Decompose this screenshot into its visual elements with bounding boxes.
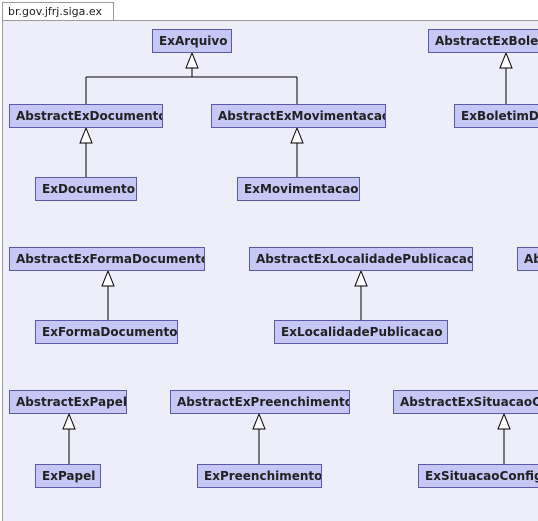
class-exlocalidadepublicacao[interactable]: ExLocalidadePublicacao — [274, 320, 448, 344]
class-abstractexsituacao[interactable]: AbstractExSituacaoCo — [393, 390, 538, 414]
class-expreenchimento[interactable]: ExPreenchimento — [197, 464, 322, 488]
class-exmovimentacao[interactable]: ExMovimentacao — [237, 177, 360, 201]
arrowhead-abstractexlocalidadepublicacao — [354, 269, 368, 287]
arrowhead-abstractexboletim — [499, 51, 513, 69]
class-exboletim[interactable]: ExBoletimDo — [454, 104, 538, 128]
class-abstractexmovimentacao[interactable]: AbstractExMovimentacao — [211, 104, 386, 128]
package-tab[interactable]: br.gov.jfrj.siga.ex — [2, 2, 114, 20]
class-abstract-partial[interactable]: Ab — [517, 247, 538, 271]
arrowhead-abstractexdocumento — [79, 126, 93, 144]
class-abstractexpreenchimento[interactable]: AbstractExPreenchimento — [170, 390, 350, 414]
class-abstractexboletim[interactable]: AbstractExBoleti — [428, 29, 538, 53]
class-exdocumento[interactable]: ExDocumento — [35, 177, 137, 201]
class-exarquivo[interactable]: ExArquivo — [152, 29, 232, 53]
arrowhead-abstractexsituacao — [497, 412, 511, 430]
class-exsituacaoconfig[interactable]: ExSituacaoConfig — [418, 464, 538, 488]
inheritance-edges — [62, 51, 513, 465]
class-abstractexpapel[interactable]: AbstractExPapel — [9, 390, 127, 414]
class-expapel[interactable]: ExPapel — [35, 464, 101, 488]
arrowhead-abstractexpapel — [62, 412, 76, 430]
arrowhead-abstractexformadocumento — [101, 269, 115, 287]
class-abstractexdocumento[interactable]: AbstractExDocumento — [9, 104, 163, 128]
class-abstractexlocalidadepublicacao[interactable]: AbstractExLocalidadePublicacao — [249, 247, 473, 271]
arrowhead-abstractexmovimentacao — [290, 126, 304, 144]
class-exformadocumento[interactable]: ExFormaDocumento — [35, 320, 178, 344]
arrowhead-exarquivo — [185, 51, 199, 69]
class-abstractexformadocumento[interactable]: AbstractExFormaDocumento — [9, 247, 205, 271]
class-diagram-panel: ExArquivo AbstractExBoleti AbstractExDoc… — [2, 20, 538, 521]
arrowhead-abstractexpreenchimento — [252, 412, 266, 430]
